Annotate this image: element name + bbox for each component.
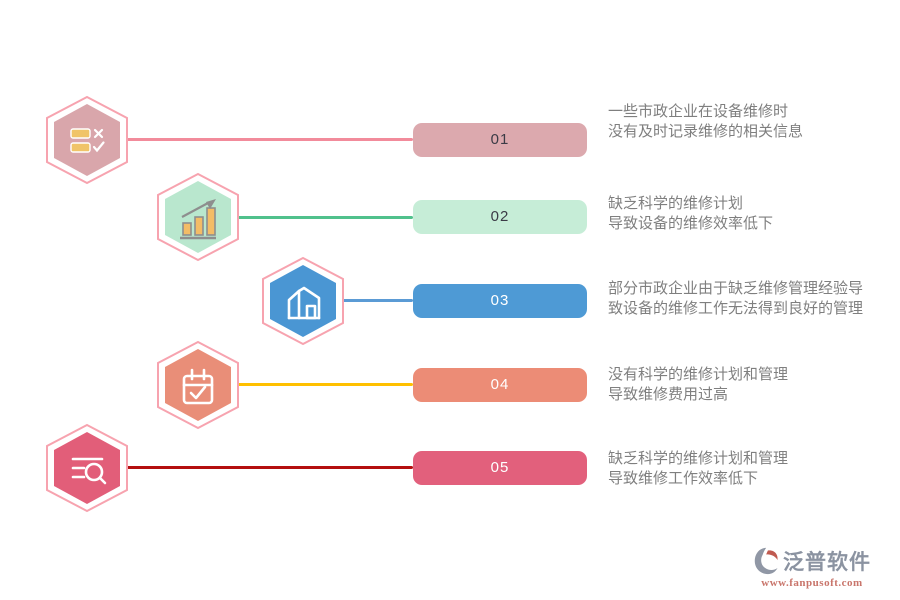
description-line: 导致维修工作效率低下	[608, 470, 759, 487]
description-line: 一些市政企业在设备维修时	[608, 103, 789, 120]
step-number-badge: 04	[413, 368, 587, 402]
step-description: 缺乏科学的维修计划 导致设备的维修效率低下	[608, 194, 894, 234]
connector-line	[231, 383, 413, 386]
connector-line	[120, 138, 413, 141]
description-line: 导致维修费用过高	[608, 386, 729, 403]
bar-chart-icon	[157, 172, 239, 262]
calendar-check-icon	[157, 340, 239, 430]
description-line: 致设备的维修工作无法得到良好的管理	[608, 300, 864, 317]
connector-line	[336, 299, 413, 302]
checklist-icon	[46, 95, 128, 185]
fanpu-logo-icon	[754, 547, 778, 575]
step-description: 没有科学的维修计划和管理 导致维修费用过高	[608, 365, 894, 405]
step-description: 缺乏科学的维修计划和管理 导致维修工作效率低下	[608, 449, 894, 489]
step-description: 一些市政企业在设备维修时 没有及时记录维修的相关信息	[608, 102, 894, 142]
search-list-icon	[46, 423, 128, 513]
description-line: 导致设备的维修效率低下	[608, 215, 774, 232]
building-icon	[262, 256, 344, 346]
brand-row: 泛普软件	[732, 546, 892, 576]
connector-line	[231, 216, 413, 219]
description-line: 缺乏科学的维修计划和管理	[608, 450, 789, 467]
step-number-badge: 02	[413, 200, 587, 234]
description-line: 缺乏科学的维修计划	[608, 195, 744, 212]
brand-watermark: 泛普软件 www.fanpusoft.com	[732, 546, 892, 589]
description-line: 部分市政企业由于缺乏维修管理经验导	[608, 280, 864, 297]
step-number-badge: 03	[413, 284, 587, 318]
step-number-badge: 05	[413, 451, 587, 485]
description-line: 没有科学的维修计划和管理	[608, 366, 789, 383]
brand-name: 泛普软件	[783, 550, 871, 574]
step-description: 部分市政企业由于缺乏维修管理经验导 致设备的维修工作无法得到良好的管理	[608, 279, 894, 319]
step-number-badge: 01	[413, 123, 587, 157]
connector-line	[120, 466, 413, 469]
description-line: 没有及时记录维修的相关信息	[608, 123, 804, 140]
brand-url: www.fanpusoft.com	[761, 577, 863, 589]
